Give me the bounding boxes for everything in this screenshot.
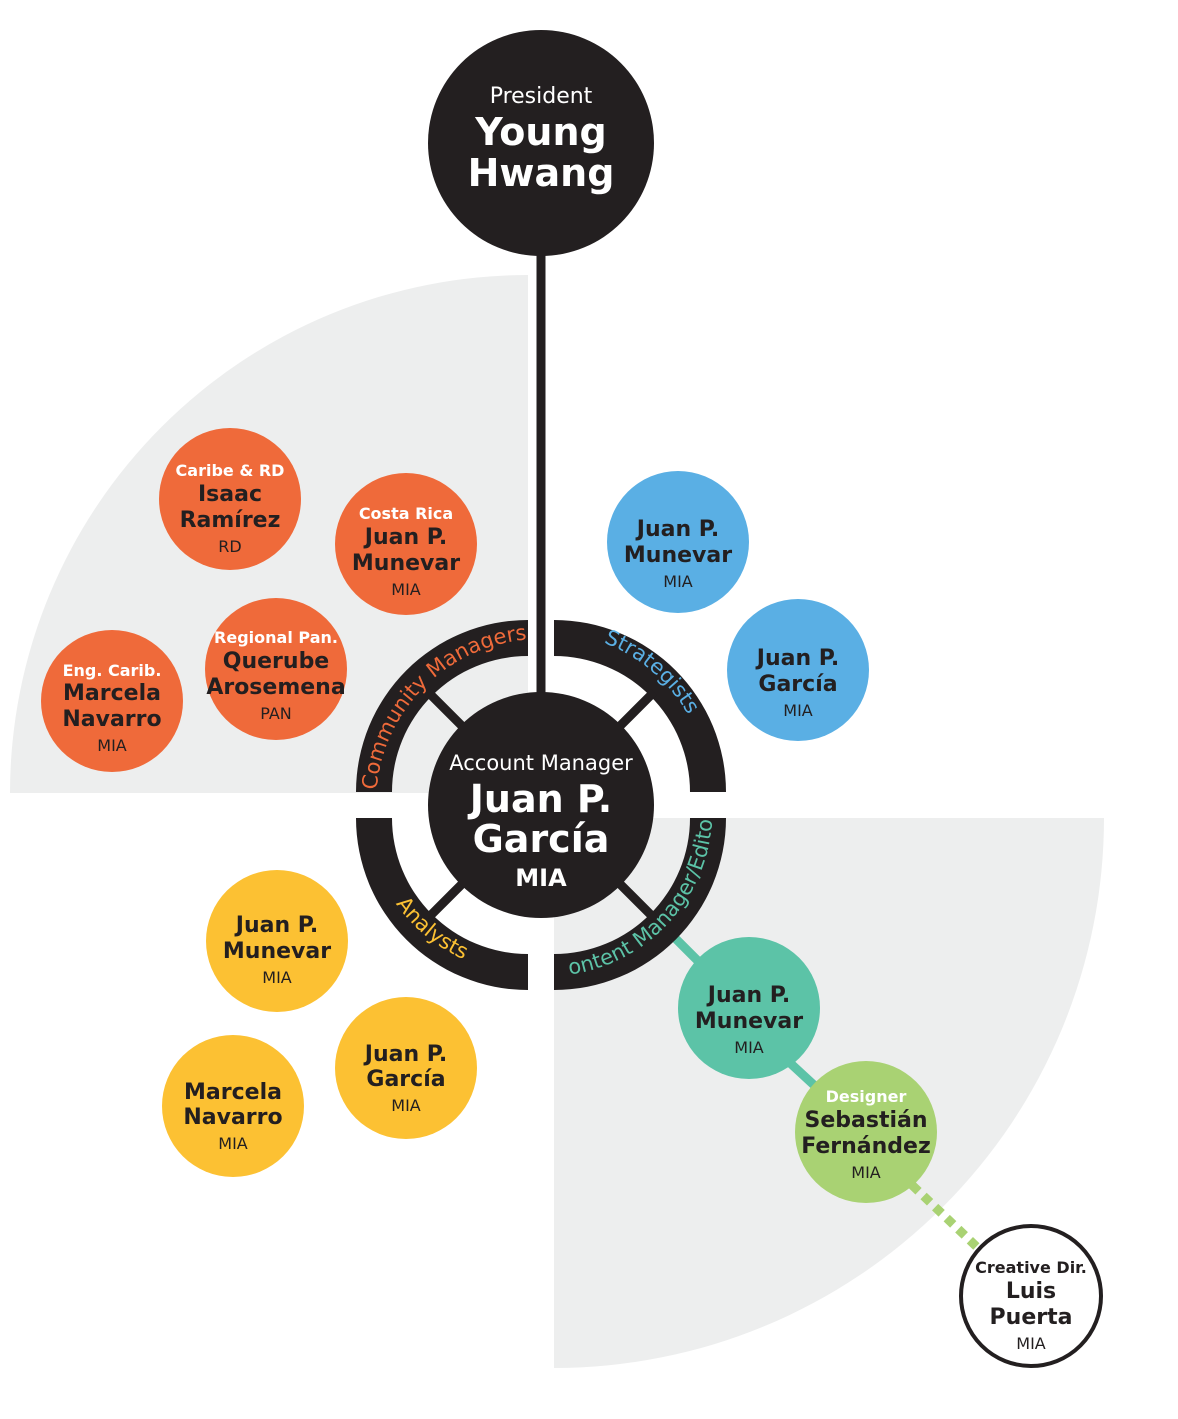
content-editor-node[interactable]: Juan P. Munevar MIA bbox=[678, 937, 820, 1079]
member-name: Marcela bbox=[184, 1080, 282, 1105]
member-location: MIA bbox=[391, 1096, 421, 1115]
member-role: Regional Pan. bbox=[214, 628, 338, 647]
analyst-node[interactable]: Juan P. Munevar MIA bbox=[206, 870, 348, 1012]
community-manager-node[interactable]: Caribe & RD Isaac Ramírez RD bbox=[159, 428, 301, 570]
president-name-1: Young bbox=[474, 110, 606, 154]
member-name: Munevar bbox=[352, 551, 460, 576]
ring-segment-community-managers bbox=[356, 620, 528, 792]
member-role: Caribe & RD bbox=[176, 461, 285, 480]
ring-segment-strategists bbox=[554, 620, 726, 792]
member-location: PAN bbox=[260, 704, 292, 723]
member-name: Fernández bbox=[801, 1134, 931, 1159]
ring-segment-analysts bbox=[356, 818, 528, 990]
member-name: Navarro bbox=[62, 707, 161, 732]
analyst-node[interactable]: Juan P. García MIA bbox=[335, 997, 477, 1139]
member-name: Arosemena bbox=[206, 675, 345, 700]
member-role: Creative Dir. bbox=[975, 1258, 1087, 1277]
member-role: Costa Rica bbox=[359, 504, 453, 523]
strategist-node[interactable]: Juan P. Munevar MIA bbox=[607, 471, 749, 613]
community-manager-node[interactable]: Regional Pan. Querube Arosemena PAN bbox=[205, 598, 347, 740]
member-name: Isaac bbox=[198, 482, 262, 507]
member-name: Querube bbox=[223, 649, 329, 674]
member-location: MIA bbox=[663, 572, 693, 591]
member-name: Munevar bbox=[223, 939, 331, 964]
strategist-node[interactable]: Juan P. García MIA bbox=[727, 599, 869, 741]
member-name: Puerta bbox=[990, 1305, 1073, 1330]
member-name: Juan P. bbox=[755, 646, 839, 671]
member-name: Munevar bbox=[695, 1009, 803, 1034]
member-name: Munevar bbox=[624, 543, 732, 568]
member-location: MIA bbox=[1016, 1334, 1046, 1353]
member-location: MIA bbox=[262, 968, 292, 987]
member-name: García bbox=[366, 1067, 445, 1092]
member-location: MIA bbox=[391, 580, 421, 599]
member-name: Marcela bbox=[63, 681, 161, 706]
account-manager-name-2: García bbox=[473, 817, 610, 861]
member-name: Juan P. bbox=[363, 525, 447, 550]
member-name: Juan P. bbox=[234, 913, 318, 938]
member-name: Juan P. bbox=[363, 1042, 447, 1067]
account-manager-node[interactable]: Account Manager Juan P. García MIA bbox=[428, 692, 654, 918]
member-name: Luis bbox=[1006, 1279, 1056, 1304]
account-manager-location: MIA bbox=[515, 864, 567, 892]
ring-segment-content bbox=[554, 818, 726, 990]
member-name: Juan P. bbox=[635, 517, 719, 542]
community-manager-node[interactable]: Eng. Carib. Marcela Navarro MIA bbox=[41, 630, 183, 772]
member-location: MIA bbox=[97, 736, 127, 755]
member-name: Sebastián bbox=[804, 1108, 927, 1133]
member-name: Navarro bbox=[183, 1105, 282, 1130]
member-location: MIA bbox=[783, 701, 813, 720]
member-location: MIA bbox=[851, 1163, 881, 1182]
community-manager-node[interactable]: Costa Rica Juan P. Munevar MIA bbox=[335, 473, 477, 615]
president-role: President bbox=[490, 84, 593, 109]
president-node[interactable]: President Young Hwang bbox=[428, 30, 654, 256]
member-location: MIA bbox=[734, 1038, 764, 1057]
account-manager-role: Account Manager bbox=[449, 751, 633, 775]
member-name: García bbox=[758, 672, 837, 697]
creative-director-node[interactable]: Creative Dir. Luis Puerta MIA bbox=[959, 1224, 1103, 1368]
account-manager-name-1: Juan P. bbox=[467, 777, 612, 821]
designer-node[interactable]: Designer Sebastián Fernández MIA bbox=[795, 1061, 937, 1203]
ring bbox=[356, 620, 726, 990]
member-role: Eng. Carib. bbox=[63, 661, 162, 680]
member-role: Designer bbox=[826, 1087, 907, 1106]
analyst-node[interactable]: Marcela Navarro MIA bbox=[162, 1035, 304, 1177]
member-location: RD bbox=[218, 537, 241, 556]
president-name-2: Hwang bbox=[468, 151, 615, 195]
member-location: MIA bbox=[218, 1134, 248, 1153]
member-name: Juan P. bbox=[706, 983, 790, 1008]
member-name: Ramírez bbox=[180, 508, 281, 533]
